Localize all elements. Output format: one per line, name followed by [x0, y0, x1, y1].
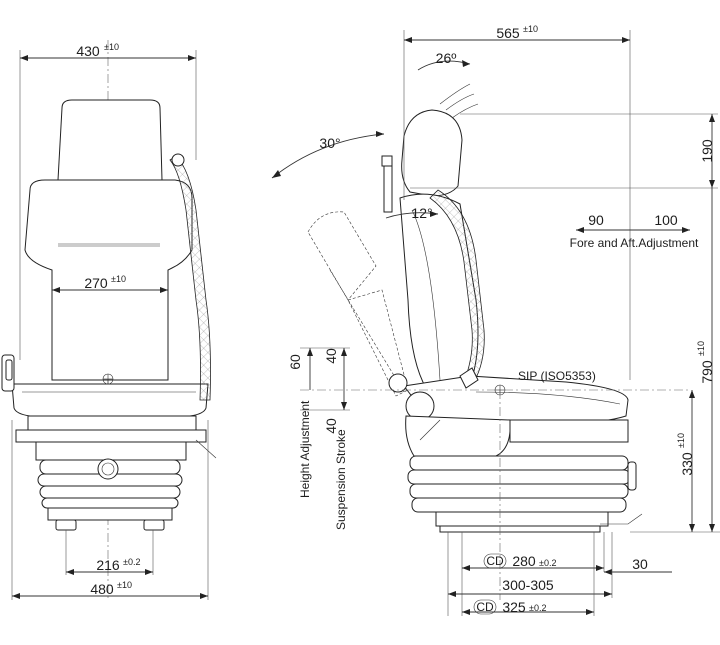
front-headrest	[57, 99, 163, 181]
front-damper-knob-inner	[101, 462, 115, 476]
dim-216-text: 216	[96, 557, 120, 573]
side-base-foot	[439, 525, 601, 533]
dim-480-tol: ±10	[117, 580, 132, 590]
dim-216-tol: ±0.2	[123, 557, 140, 567]
dim-height-40-text: 40	[323, 348, 339, 364]
side-reclined-backrest-ghost	[307, 211, 409, 397]
dim-30-offset-text: 30	[632, 556, 648, 572]
dim-325-text: 325	[502, 599, 526, 615]
cd-280-text: CD	[486, 554, 504, 568]
front-view: 430 ±10 270 ±10 216 ±0.2 480 ±10	[1, 40, 217, 600]
sip-label: SIP (ISO5353)	[518, 369, 596, 383]
dim-330-text: 330	[679, 452, 695, 476]
side-shroud	[405, 415, 511, 457]
cd-box-325	[473, 599, 497, 615]
dim-480-text: 480	[90, 581, 114, 597]
dim-330-tol: ±10	[676, 433, 686, 448]
dim-430-tol: ±10	[104, 42, 119, 52]
front-armrest-left-lever	[5, 359, 13, 381]
side-rail-lever	[600, 513, 643, 525]
dim-30-text: 30°	[319, 135, 340, 151]
side-armrest-knob	[388, 373, 408, 393]
dim-26-text: 26º	[436, 50, 457, 66]
cd-325-text: CD	[476, 600, 494, 614]
side-view: 565 ±10 26º 30° 12° 190 90 100 Fore and …	[271, 24, 720, 616]
front-adjust-lever	[195, 439, 217, 459]
front-backrest	[24, 179, 193, 381]
fore-aft-label: Fore and Aft.Adjustment	[570, 236, 699, 250]
dim-100-text: 100	[654, 212, 678, 228]
dim-790-text: 790	[699, 360, 715, 384]
dim-arc-30	[271, 133, 385, 179]
side-height-knob	[627, 461, 637, 491]
front-bottom-plate	[47, 507, 173, 521]
front-foot-left	[55, 519, 77, 531]
dim-280-tol: ±0.2	[539, 558, 556, 568]
front-damper-knob	[97, 458, 119, 480]
cd-box-280	[483, 553, 507, 569]
dim-325-tol: ±0.2	[529, 603, 546, 613]
side-backrest-contour	[411, 209, 441, 381]
front-suspension-top	[35, 441, 187, 461]
dim-790-tol: ±10	[696, 341, 706, 356]
dim-190-text: 190	[699, 139, 715, 163]
side-lumbar-lever	[459, 367, 479, 389]
dim-565-text: 565	[496, 25, 520, 41]
suspension-stroke-label: Suspension Stroke	[334, 429, 348, 530]
front-foot-right	[143, 519, 165, 531]
dim-280-text: 280	[512, 553, 536, 569]
side-frame-rail	[509, 419, 629, 443]
side-handle	[419, 419, 441, 441]
front-rail	[15, 429, 207, 443]
dim-12-text: 12°	[411, 205, 432, 221]
side-bellows	[407, 455, 631, 513]
side-headrest	[401, 109, 463, 197]
dim-stroke-40-text: 40	[323, 418, 339, 434]
front-headrest-bracket	[171, 153, 185, 167]
side-cushion-contour	[475, 391, 621, 405]
dim-270-tol: ±10	[111, 274, 126, 284]
dim-270-text: 270	[84, 275, 108, 291]
dim-565-tol: ±10	[523, 24, 538, 34]
dim-90-text: 90	[588, 212, 604, 228]
dim-430-text: 430	[76, 43, 100, 59]
front-hose	[169, 155, 211, 401]
side-bottom-plate	[435, 511, 609, 527]
height-adjustment-label: Height Adjustment	[298, 400, 312, 498]
dim-300-305-text: 300-305	[502, 577, 554, 593]
side-headrest-tilt-lines	[439, 83, 479, 119]
dim-height-60-text: 60	[287, 354, 303, 370]
side-mount-cap	[381, 155, 393, 167]
front-seat-cushion	[11, 383, 209, 417]
